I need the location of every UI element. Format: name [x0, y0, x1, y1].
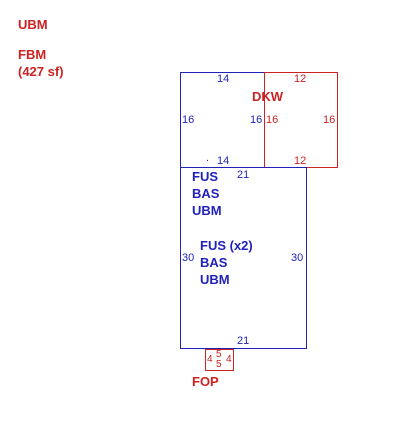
fop-left-dim: 4	[207, 354, 213, 365]
main-upper-labels: FUS BAS UBM	[192, 168, 222, 219]
fop-bottom-dim: 5	[216, 359, 222, 370]
upper-left-mark: .	[206, 152, 210, 164]
main-lower-label-1: FUS (x2)	[200, 238, 253, 253]
dkw-left-dim: 16	[266, 114, 279, 126]
main-left-dim: 30	[182, 252, 195, 264]
legend-fbm-area: (427 sf)	[18, 64, 64, 79]
upper-left-top-dim: 14	[217, 73, 230, 85]
fop-area	[205, 349, 234, 371]
main-upper-label-1: FUS	[192, 169, 218, 184]
fop-label: FOP	[192, 374, 219, 389]
main-upper-label-2: BAS	[192, 186, 220, 201]
main-bottom-dim: 21	[237, 335, 250, 347]
main-lower-label-3: UBM	[200, 272, 230, 287]
dkw-top-dim: 12	[294, 73, 307, 85]
main-area	[180, 167, 307, 349]
upper-left-bottom-dim: 14	[217, 155, 230, 167]
main-top-dim: 21	[237, 169, 250, 181]
fop-right-dim: 4	[226, 354, 232, 365]
upper-left-left-dim: 16	[182, 114, 195, 126]
main-upper-label-3: UBM	[192, 203, 222, 218]
main-right-dim: 30	[291, 252, 304, 264]
main-lower-labels: FUS (x2) BAS UBM	[200, 237, 253, 288]
dkw-bottom-dim: 12	[294, 155, 307, 167]
legend-ubm: UBM	[18, 17, 48, 32]
main-lower-label-2: BAS	[200, 255, 228, 270]
fop-top-dim: 5	[216, 349, 222, 360]
upper-left-right-dim: 16	[250, 114, 263, 126]
dkw-label: DKW	[252, 89, 284, 104]
legend-fbm: FBM	[18, 47, 47, 62]
dkw-right-dim: 16	[323, 114, 336, 126]
